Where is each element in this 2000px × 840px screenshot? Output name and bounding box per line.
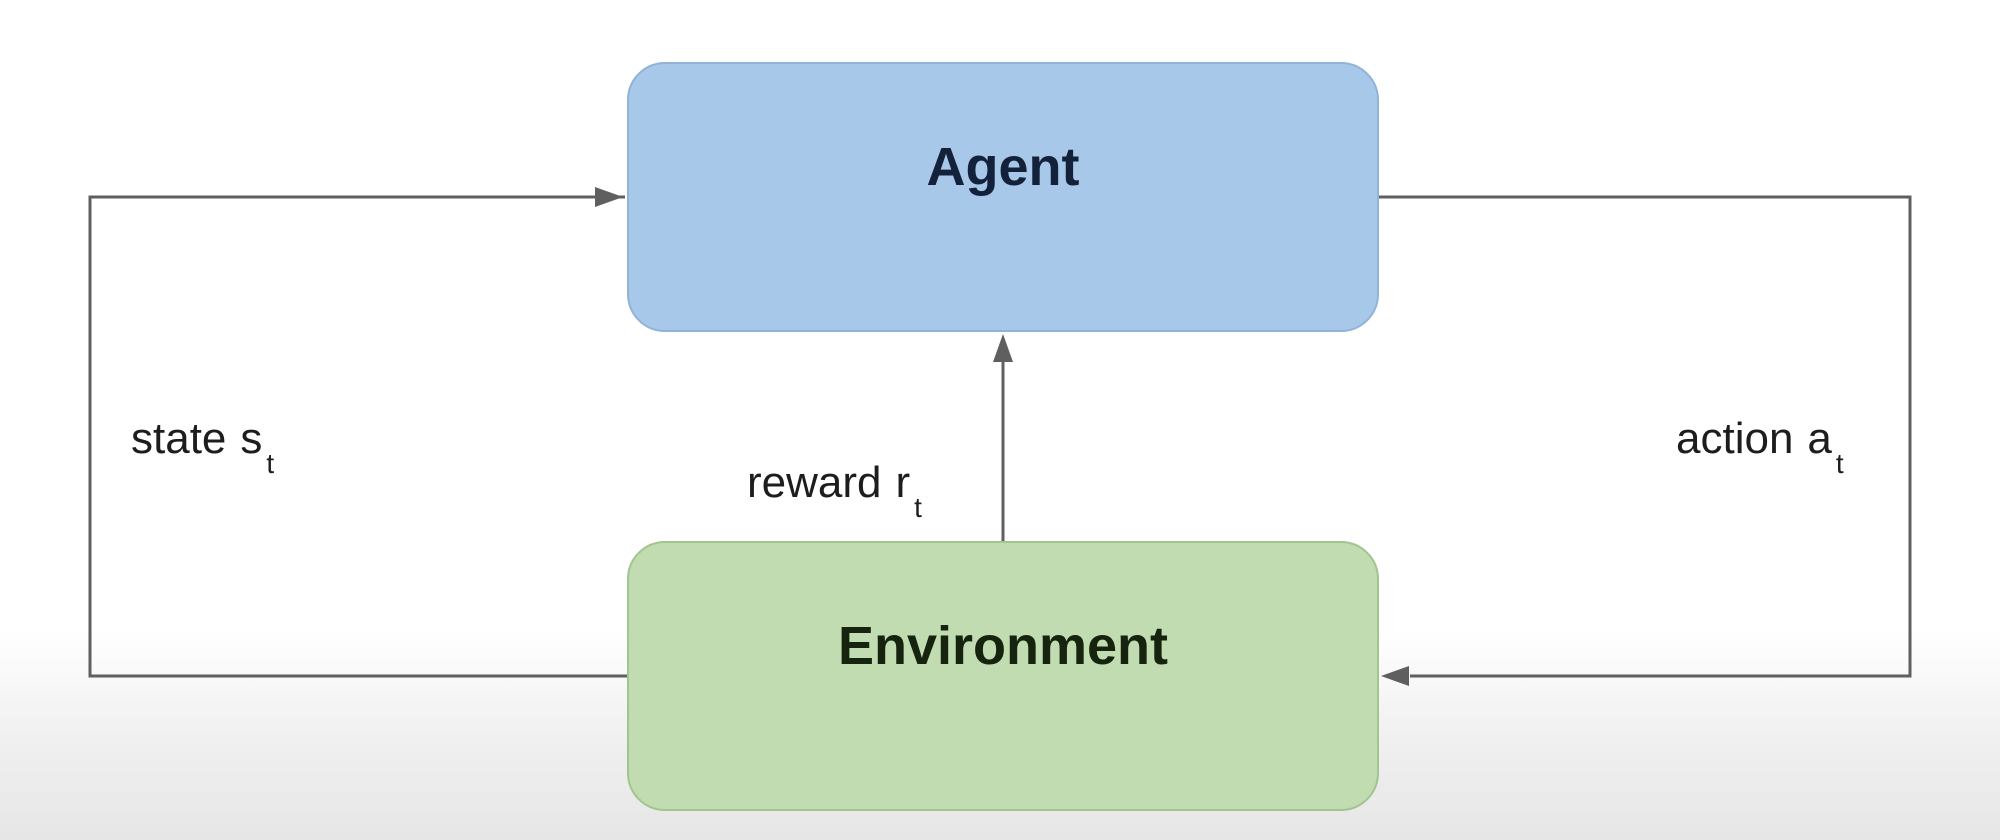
reward-word: reward xyxy=(747,458,882,507)
agent-node: Agent xyxy=(627,62,1379,332)
environment-node: Environment xyxy=(627,541,1379,811)
reward-arrowhead xyxy=(993,334,1013,362)
action-word: action xyxy=(1676,414,1794,463)
state-arrow xyxy=(88,195,627,678)
action-arrowhead xyxy=(1381,666,1409,686)
reward-subscript: t xyxy=(914,492,922,523)
action-arrow xyxy=(1379,195,1912,678)
environment-label: Environment xyxy=(837,616,1169,676)
state-arrowhead xyxy=(595,187,623,207)
state-subscript: t xyxy=(266,448,275,479)
action-symbol: a xyxy=(1807,414,1832,463)
action-subscript: t xyxy=(1835,448,1844,479)
state-symbol: s xyxy=(240,414,263,463)
agent-label: Agent xyxy=(926,137,1080,197)
state-word: state xyxy=(131,414,227,463)
reward-symbol: r xyxy=(895,458,911,507)
